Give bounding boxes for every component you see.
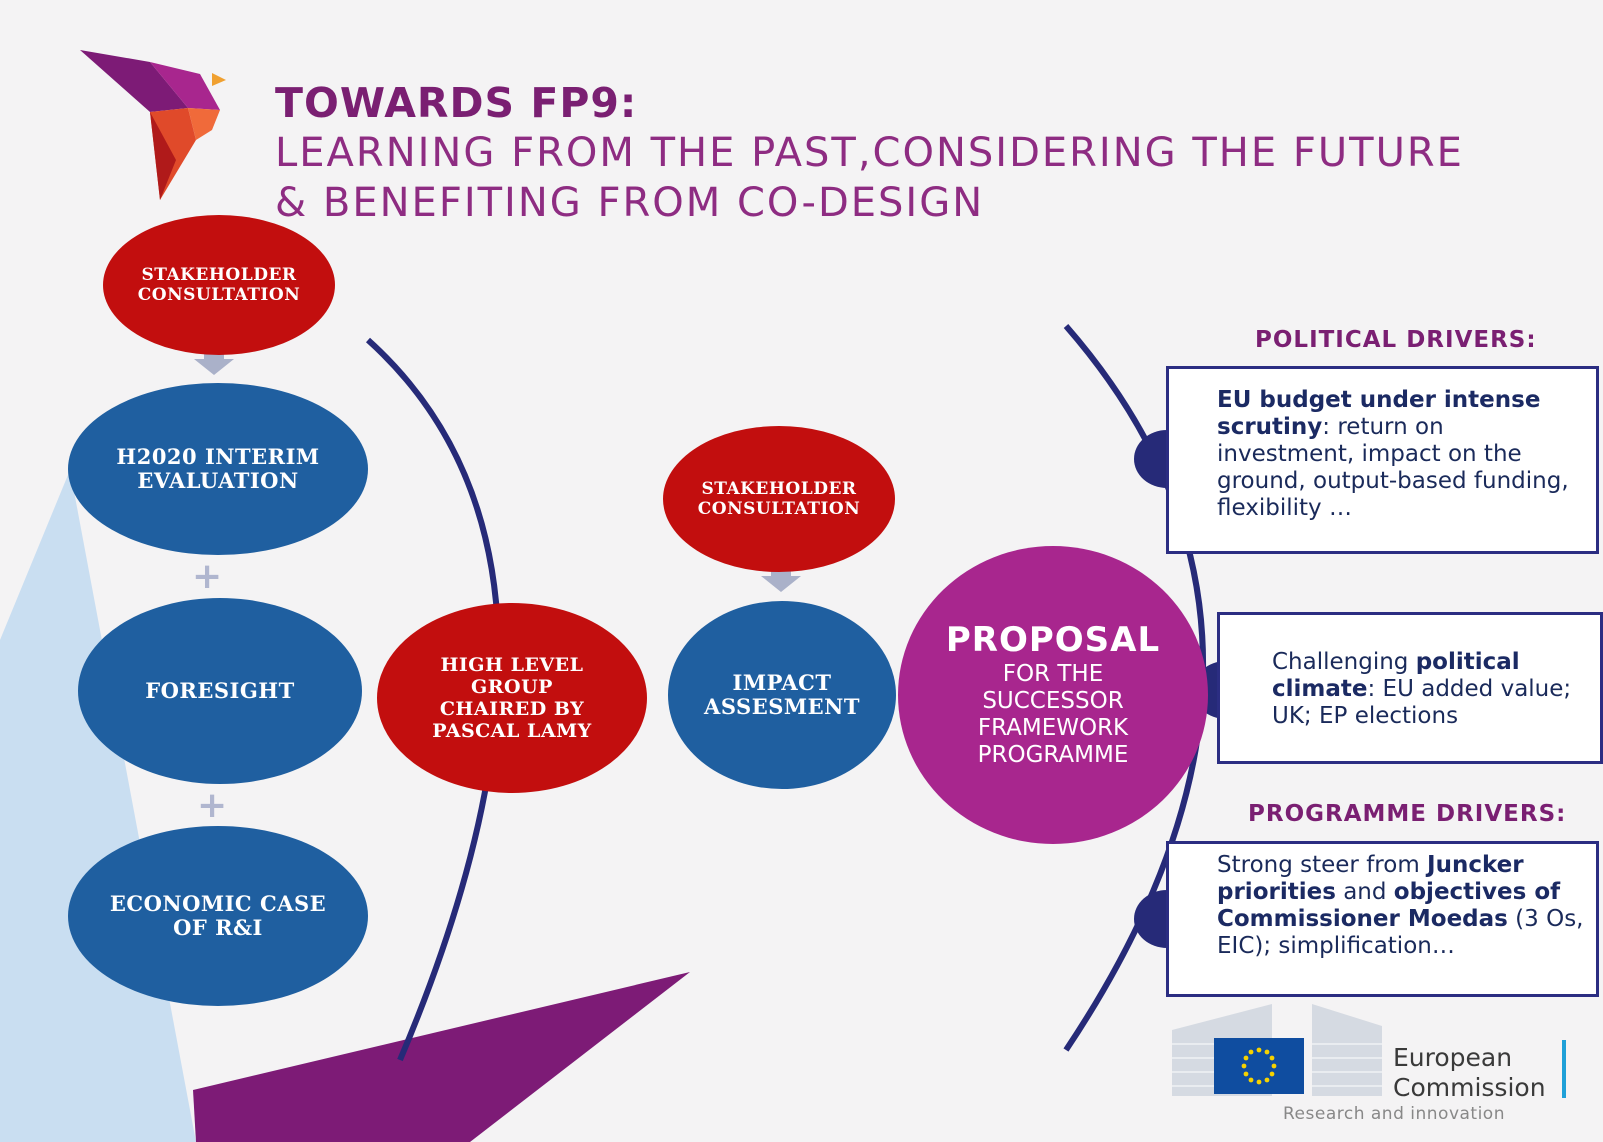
programme-drivers-heading: PROGRAMME DRIVERS: (1248, 801, 1567, 827)
slide-title: TOWARDS FP9: LEARNING FROM THE PAST,CONS… (275, 78, 1464, 228)
driver-box-text: Strong steer from (1217, 852, 1428, 878)
ellipse-label: OF R&I (173, 915, 263, 940)
eu-flag-icon (1214, 1038, 1304, 1094)
driver-box-climate: Challenging political climate: EU added … (1217, 612, 1603, 764)
ec-line: Commission (1393, 1073, 1546, 1102)
title-line-3: & BENEFITING FROM CO-DESIGN (275, 180, 985, 226)
driver-box-text: : return on investment, impact on the gr… (1217, 414, 1569, 521)
purple-wedge (193, 972, 690, 1142)
proposal-line: FOR THE (1002, 661, 1104, 687)
driver-box-text: and (1335, 879, 1394, 905)
ellipse-label: HIGH LEVEL (440, 654, 584, 676)
european-commission-logo (1172, 1004, 1566, 1098)
proposal-line: FRAMEWORK (977, 715, 1129, 741)
ellipse-label: ASSESMENT (704, 694, 860, 719)
down-arrow-icon (194, 349, 234, 375)
h2020-interim-evaluation: H2020 INTERIM EVALUATION (68, 383, 368, 555)
driver-box-bold: EU budget under intense scrutiny (1217, 387, 1541, 440)
plus-icon: + (197, 785, 228, 826)
economic-case-of-ri: ECONOMIC CASE OF R&I (68, 826, 368, 1006)
ec-name: European Commission (1393, 1043, 1546, 1103)
driver-box-bold: political climate (1272, 649, 1520, 702)
title-line-2: LEARNING FROM THE PAST,CONSIDERING THE F… (275, 130, 1464, 176)
bird-logo-icon (80, 50, 226, 200)
proposal-line: SUCCESSOR (982, 688, 1124, 714)
driver-box-juncker: Strong steer from Juncker priorities and… (1166, 841, 1599, 997)
ellipse-label: IMPACT (732, 670, 832, 695)
driver-box-text: : EU added value; UK; EP elections (1272, 676, 1572, 729)
ec-line: European (1393, 1043, 1513, 1072)
plus-icon: + (192, 556, 223, 597)
proposal-heading: PROPOSAL (945, 620, 1161, 660)
ellipse-label: PASCAL LAMY (432, 720, 592, 742)
proposal-line: PROGRAMME (977, 742, 1129, 768)
driver-box-text: (3 Os, EIC); simplification… (1217, 906, 1584, 959)
ellipse-label: ECONOMIC CASE (109, 891, 327, 916)
ellipse-label: FORESIGHT (145, 678, 295, 703)
stakeholder-consultation-top: STAKEHOLDER CONSULTATION (103, 215, 335, 355)
driver-box-text: Challenging (1272, 649, 1416, 675)
high-level-group: HIGH LEVEL GROUP CHAIRED BY PASCAL LAMY (377, 603, 647, 793)
ellipse-label: EVALUATION (137, 468, 299, 493)
ellipse-label: STAKEHOLDER (701, 479, 857, 499)
driver-box-budget: EU budget under intense scrutiny: return… (1166, 366, 1599, 554)
title-line-1: TOWARDS FP9: (275, 79, 638, 127)
ellipse-label: CONSULTATION (137, 285, 301, 305)
foresight: FORESIGHT (78, 598, 362, 784)
impact-assessment: IMPACT ASSESMENT (668, 601, 896, 789)
proposal-subtext: FOR THE SUCCESSOR FRAMEWORK PROGRAMME (978, 661, 1129, 769)
stakeholder-consultation-center: STAKEHOLDER CONSULTATION (663, 426, 895, 572)
ec-subtitle: Research and innovation (1283, 1104, 1505, 1124)
political-drivers-heading: POLITICAL DRIVERS: (1255, 327, 1537, 353)
ellipse-label: H2020 INTERIM (116, 444, 320, 469)
ellipse-label: CONSULTATION (697, 499, 861, 519)
proposal-circle: PROPOSAL FOR THE SUCCESSOR FRAMEWORK PRO… (898, 546, 1208, 844)
ellipse-label: CHAIRED BY (439, 698, 585, 720)
ellipse-label: GROUP (471, 676, 553, 698)
driver-box-bold: Juncker priorities (1217, 852, 1524, 905)
down-arrow-icon (761, 566, 801, 592)
light-blue-wedge (0, 470, 196, 1142)
driver-box-bold: objectives of Commissioner Moedas (1217, 879, 1561, 932)
ellipse-label: STAKEHOLDER (141, 265, 297, 285)
